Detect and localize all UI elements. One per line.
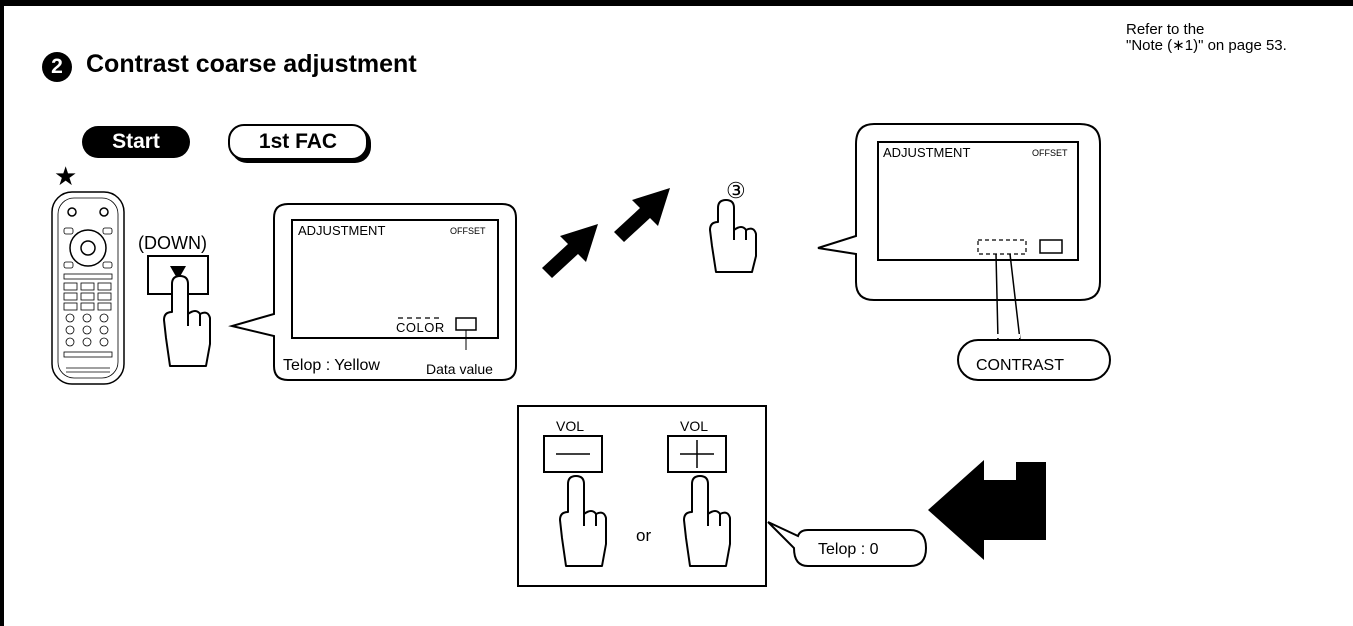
remote-control-icon [51,191,125,385]
hand-pointer-icon [683,475,731,567]
start-mode-badge: Start [82,126,190,158]
hand-pointer-icon [559,475,607,567]
vol-plus-label: VOL [680,418,709,434]
left-screen-item: COLOR [396,320,445,335]
plus-icon [680,440,714,468]
left-screen-telop: Telop : Yellow [283,357,380,374]
first-fac-mode-badge: 1st FAC [228,124,368,160]
note-line-2: "Note (∗1)" on page 53. [1126,37,1287,54]
step-3-marker: ③ [726,178,746,203]
vol-minus-label: VOL [556,418,585,434]
contrast-value-box [977,239,1027,255]
note-line-1: Refer to the [1126,21,1205,38]
contrast-callout-label: CONTRAST [976,357,1064,374]
left-screen-header: ADJUSTMENT [298,223,386,238]
section-title: Contrast coarse adjustment [86,50,417,78]
hand-pointer-icon [163,275,211,367]
right-arrow-icon [542,188,670,278]
step-number-badge: 2 [42,52,72,82]
star-icon: ★ [54,161,78,191]
right-screen-bubble [817,123,1111,381]
telop-zero-label: Telop : 0 [818,541,879,558]
or-text: or [636,526,652,545]
right-screen-header: ADJUSTMENT [883,145,971,160]
telop-bubble [767,521,928,567]
down-arrow-icon [170,266,186,280]
return-arrow-icon [928,460,1046,560]
left-screen-offset: OFFSET [450,226,486,236]
page-reference-note: Refer to the "Note (∗1)" on page 53. [1126,22,1287,54]
left-screen-bubble [228,203,517,381]
contrast-callout [957,339,1111,381]
data-value-label: Data value [426,361,493,377]
hand-pointer-icon [709,199,757,273]
right-screen-offset: OFFSET [1032,148,1068,158]
down-button-label: (DOWN) [138,233,207,253]
data-value-box [455,317,477,331]
